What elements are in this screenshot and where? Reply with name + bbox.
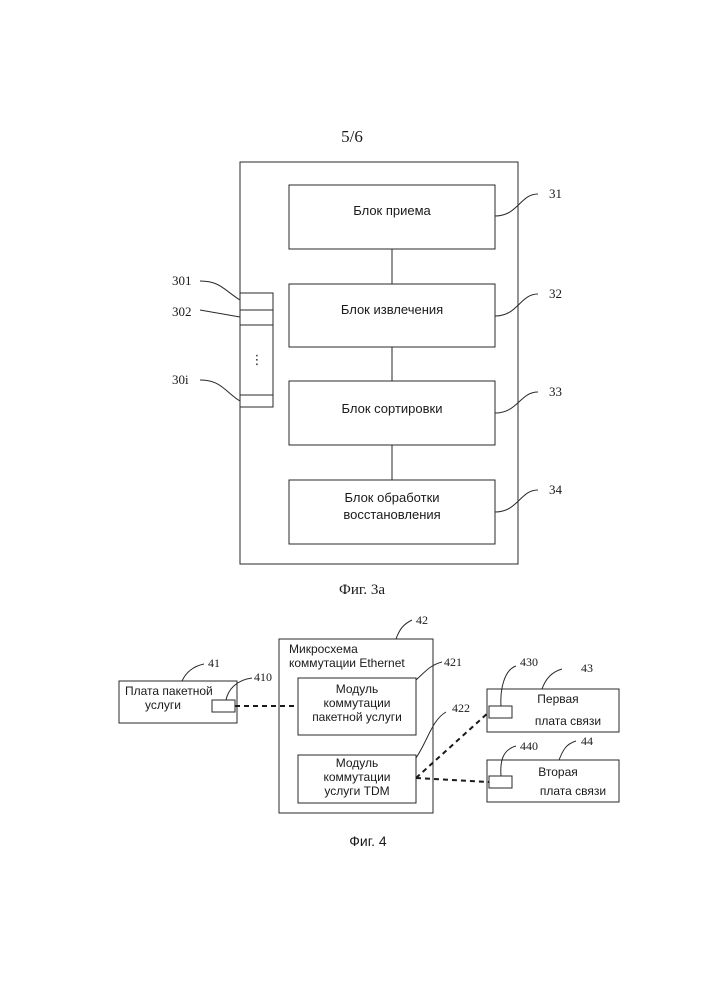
ref-302: 302: [172, 304, 192, 319]
ref-440: 440: [520, 739, 538, 753]
ref-422: 422: [452, 701, 470, 715]
recovery-block-label-line2: восстановления: [343, 507, 440, 522]
ref-34: 34: [549, 482, 563, 497]
packet-module-line1: Модуль: [336, 682, 379, 696]
packet-board-line2: услуги: [145, 698, 181, 712]
ethernet-chip-label-line1: Микросхема: [289, 642, 358, 656]
first-board-port: [489, 706, 512, 718]
port-ellipsis: ⋮: [251, 352, 264, 367]
second-board-line1: Вторая: [538, 765, 578, 779]
packet-module-line2: коммутации: [323, 696, 390, 710]
fig4-caption: Фиг. 4: [349, 833, 387, 849]
tdm-module-line2: коммутации: [323, 770, 390, 784]
fig3a-caption: Фиг. 3а: [339, 582, 385, 598]
packet-module-line3: пакетной услуги: [312, 710, 402, 724]
ref-410: 410: [254, 670, 272, 684]
ref-33: 33: [549, 384, 562, 399]
ref-44: 44: [581, 734, 593, 748]
first-board-line1: Первая: [537, 692, 578, 706]
packet-board-line1: Плата пакетной: [125, 684, 213, 698]
tdm-module-line3: услуги TDM: [324, 784, 389, 798]
ref-430: 430: [520, 655, 538, 669]
second-board-port: [489, 776, 512, 788]
leader-43: [542, 669, 562, 689]
recovery-block-label-line1: Блок обработки: [344, 490, 439, 505]
leader-44: [559, 741, 576, 760]
receive-block-label: Блок приема: [353, 203, 431, 218]
ref-421: 421: [444, 655, 462, 669]
leader-42: [396, 620, 412, 639]
sort-block-label: Блок сортировки: [342, 401, 443, 416]
fig4-diagram: Микросхема коммутации Ethernet 42 Модуль…: [119, 613, 619, 849]
ref-42: 42: [416, 613, 428, 627]
ethernet-chip-label-line2: коммутации Ethernet: [289, 656, 405, 670]
first-board-line2: плата связи: [535, 714, 601, 728]
page-number: 5/6: [341, 127, 363, 146]
packet-board-port: [212, 700, 235, 712]
tdm-module-line1: Модуль: [336, 756, 379, 770]
ref-32: 32: [549, 286, 562, 301]
leader-302: [200, 310, 240, 317]
ref-31: 31: [549, 186, 562, 201]
ref-41: 41: [208, 656, 220, 670]
ref-301: 301: [172, 273, 192, 288]
leader-301: [200, 281, 240, 300]
fig3a-diagram: Блок приема Блок извлечения Блок сортиро…: [172, 162, 563, 598]
leader-30i: [200, 380, 240, 401]
ref-30i: 30i: [172, 372, 189, 387]
leader-41: [182, 664, 204, 681]
ref-43: 43: [581, 661, 593, 675]
extract-block-label: Блок извлечения: [341, 302, 443, 317]
second-board-line2: плата связи: [540, 784, 606, 798]
